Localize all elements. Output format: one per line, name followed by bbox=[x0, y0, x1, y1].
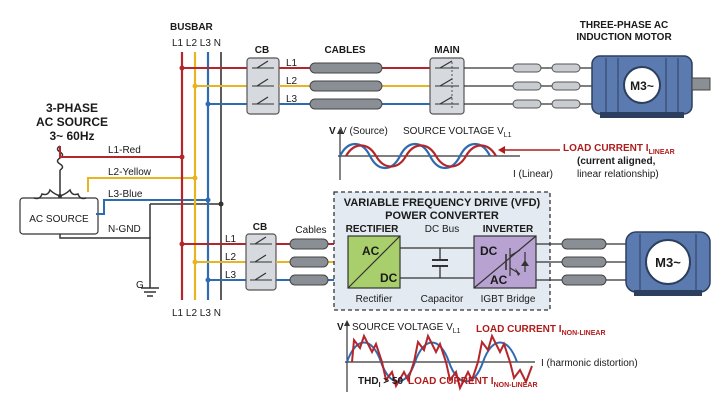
linear-load-current-label: LOAD CURRENT ILINEAR bbox=[563, 143, 675, 156]
linear-note-line1: (current aligned, bbox=[577, 156, 656, 167]
igbt-icon bbox=[505, 248, 529, 276]
inverter-dc: DC bbox=[480, 244, 498, 258]
linear-cables bbox=[309, 62, 383, 110]
vfd-l3-label: L3 bbox=[225, 270, 237, 281]
capacitor-caption: Capacitor bbox=[421, 294, 464, 305]
linear-feeders bbox=[179, 65, 247, 107]
linear-i-axis: I (Linear) bbox=[513, 169, 553, 180]
busbar-phases-bottom: L1 L2 L3 N bbox=[172, 308, 221, 319]
motor-bottom-label: M3~ bbox=[655, 255, 681, 270]
thd-label: THDI > 50 bbox=[358, 376, 403, 389]
nonlinear-load-current-label: LOAD CURRENT INON-LINEAR bbox=[476, 324, 606, 337]
rectifier-caption: Rectifier bbox=[356, 294, 393, 305]
linear-v-axis: V bbox=[329, 126, 336, 137]
linear-current-wave bbox=[345, 144, 497, 168]
induction-motor-top bbox=[591, 55, 711, 118]
source-l1-label: L1-Red bbox=[108, 145, 141, 156]
vfd-output-wires bbox=[536, 238, 628, 286]
nonlinear-current-wave bbox=[351, 333, 533, 391]
rectifier-title: RECTIFIER bbox=[346, 224, 400, 235]
main-switch[interactable] bbox=[429, 57, 465, 115]
nonlinear-i-axis: I (harmonic distortion) bbox=[541, 358, 638, 369]
vfd-feeders bbox=[179, 241, 246, 283]
vfd-circuit-breaker[interactable] bbox=[245, 233, 277, 291]
linear-current-arrow bbox=[498, 146, 560, 154]
linear-l1-label: L1 bbox=[286, 58, 298, 69]
rectifier-ac: AC bbox=[362, 244, 380, 258]
ground-label: G bbox=[136, 280, 144, 291]
ac-source-label: AC SOURCE bbox=[29, 214, 89, 225]
motor-title-line2: INDUCTION MOTOR bbox=[576, 32, 672, 43]
linear-cables-label: CABLES bbox=[324, 45, 365, 56]
busbar-title: BUSBAR bbox=[170, 22, 214, 33]
vfd-cables-label: Cables bbox=[295, 225, 326, 236]
source-ngnd-label: N-GND bbox=[108, 224, 141, 235]
linear-l2-label: L2 bbox=[286, 76, 298, 87]
rectifier-dc: DC bbox=[380, 271, 398, 285]
vfd-title-line1: VARIABLE FREQUENCY DRIVE (VFD) bbox=[344, 197, 541, 209]
nonlinear-load-current-bottom: LOAD CURRENT INON-LINEAR bbox=[408, 376, 538, 389]
ground-icon bbox=[141, 276, 159, 297]
vfd-cb-label: CB bbox=[253, 222, 267, 233]
motor-top-label: M3~ bbox=[630, 79, 654, 93]
source-title-line2: AC SOURCE bbox=[36, 115, 108, 129]
source-l2-label: L2-Yellow bbox=[108, 167, 152, 178]
source-title-line1: 3-PHASE bbox=[46, 101, 98, 115]
nonlinear-v-axis: V bbox=[337, 322, 344, 333]
inverter-caption: IGBT Bridge bbox=[481, 294, 536, 305]
linear-cb-label: CB bbox=[255, 45, 269, 56]
linear-l3-label: L3 bbox=[286, 94, 298, 105]
induction-motor-bottom bbox=[625, 231, 711, 296]
motor-feeder-wires bbox=[464, 63, 592, 109]
inverter-title: INVERTER bbox=[483, 224, 534, 235]
busbar-phases-top: L1 L2 L3 N bbox=[172, 38, 221, 49]
dc-bus bbox=[400, 247, 474, 279]
motor-title-line1: THREE-PHASE AC bbox=[580, 20, 669, 31]
vfd-l1-label: L1 bbox=[225, 234, 237, 245]
source-feeders bbox=[59, 146, 221, 276]
nonlinear-source-voltage: SOURCE VOLTAGE VL1 bbox=[352, 322, 461, 335]
linear-v-source: V (Source) bbox=[340, 126, 388, 137]
busbar bbox=[179, 52, 224, 300]
vfd-input-cables bbox=[289, 238, 329, 286]
inverter-ac: AC bbox=[490, 273, 508, 287]
dcbus-label: DC Bus bbox=[425, 224, 459, 235]
source-l3-label: L3-Blue bbox=[108, 189, 143, 200]
linear-note-line2: linear relationship) bbox=[577, 169, 659, 180]
vfd-title-line2: POWER CONVERTER bbox=[385, 210, 499, 222]
linear-source-voltage: SOURCE VOLTAGE VL1 bbox=[403, 126, 512, 139]
nonlinear-waveform-axes bbox=[344, 320, 535, 392]
linear-voltage-wave bbox=[339, 142, 491, 170]
source-title-line3: 3~ 60Hz bbox=[49, 129, 94, 143]
linear-circuit-breaker[interactable] bbox=[246, 57, 280, 115]
capacitor-icon bbox=[432, 248, 448, 278]
vfd-l2-label: L2 bbox=[225, 252, 237, 263]
rectifier-block bbox=[347, 235, 401, 289]
main-switch-label: MAIN bbox=[434, 45, 460, 56]
